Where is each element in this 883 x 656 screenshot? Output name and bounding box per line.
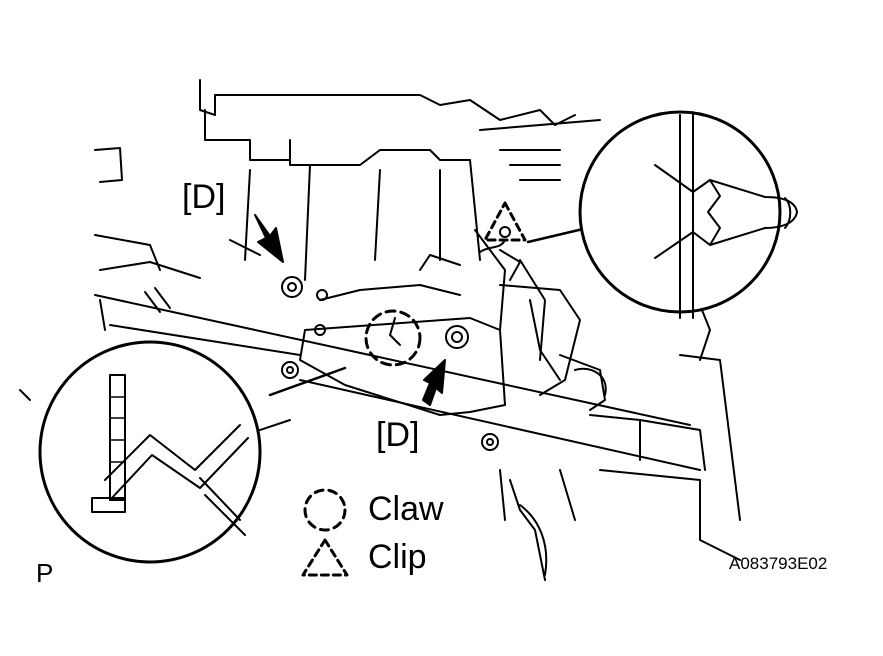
clip-detail-inset xyxy=(526,110,798,319)
left-panel xyxy=(19,147,201,401)
upper-housing xyxy=(199,79,601,281)
legend-claw-label: Claw xyxy=(368,490,444,528)
bolt-left xyxy=(281,361,299,379)
bolt-lower xyxy=(481,433,499,451)
lower-parts xyxy=(229,299,741,581)
figure-code: A083793E02 xyxy=(729,554,828,573)
callout-d-lower: [D] xyxy=(376,416,420,454)
callout-d-upper: [D] xyxy=(182,178,226,216)
claw-legend-icon xyxy=(303,488,347,532)
corner-letter: P xyxy=(36,558,54,588)
clip-legend-icon xyxy=(301,538,349,577)
clip-marker-on-part xyxy=(483,201,527,242)
bracket xyxy=(299,229,607,416)
arrow-upper-d xyxy=(254,214,284,263)
bolt-upper-left xyxy=(281,276,303,298)
bolt-center xyxy=(445,325,469,349)
legend-clip-label: Clip xyxy=(368,538,427,576)
claw-detail-inset xyxy=(38,340,347,564)
cross-beam xyxy=(94,287,706,471)
claw-marker-on-part xyxy=(364,309,422,367)
arrow-lower-d xyxy=(422,359,446,406)
